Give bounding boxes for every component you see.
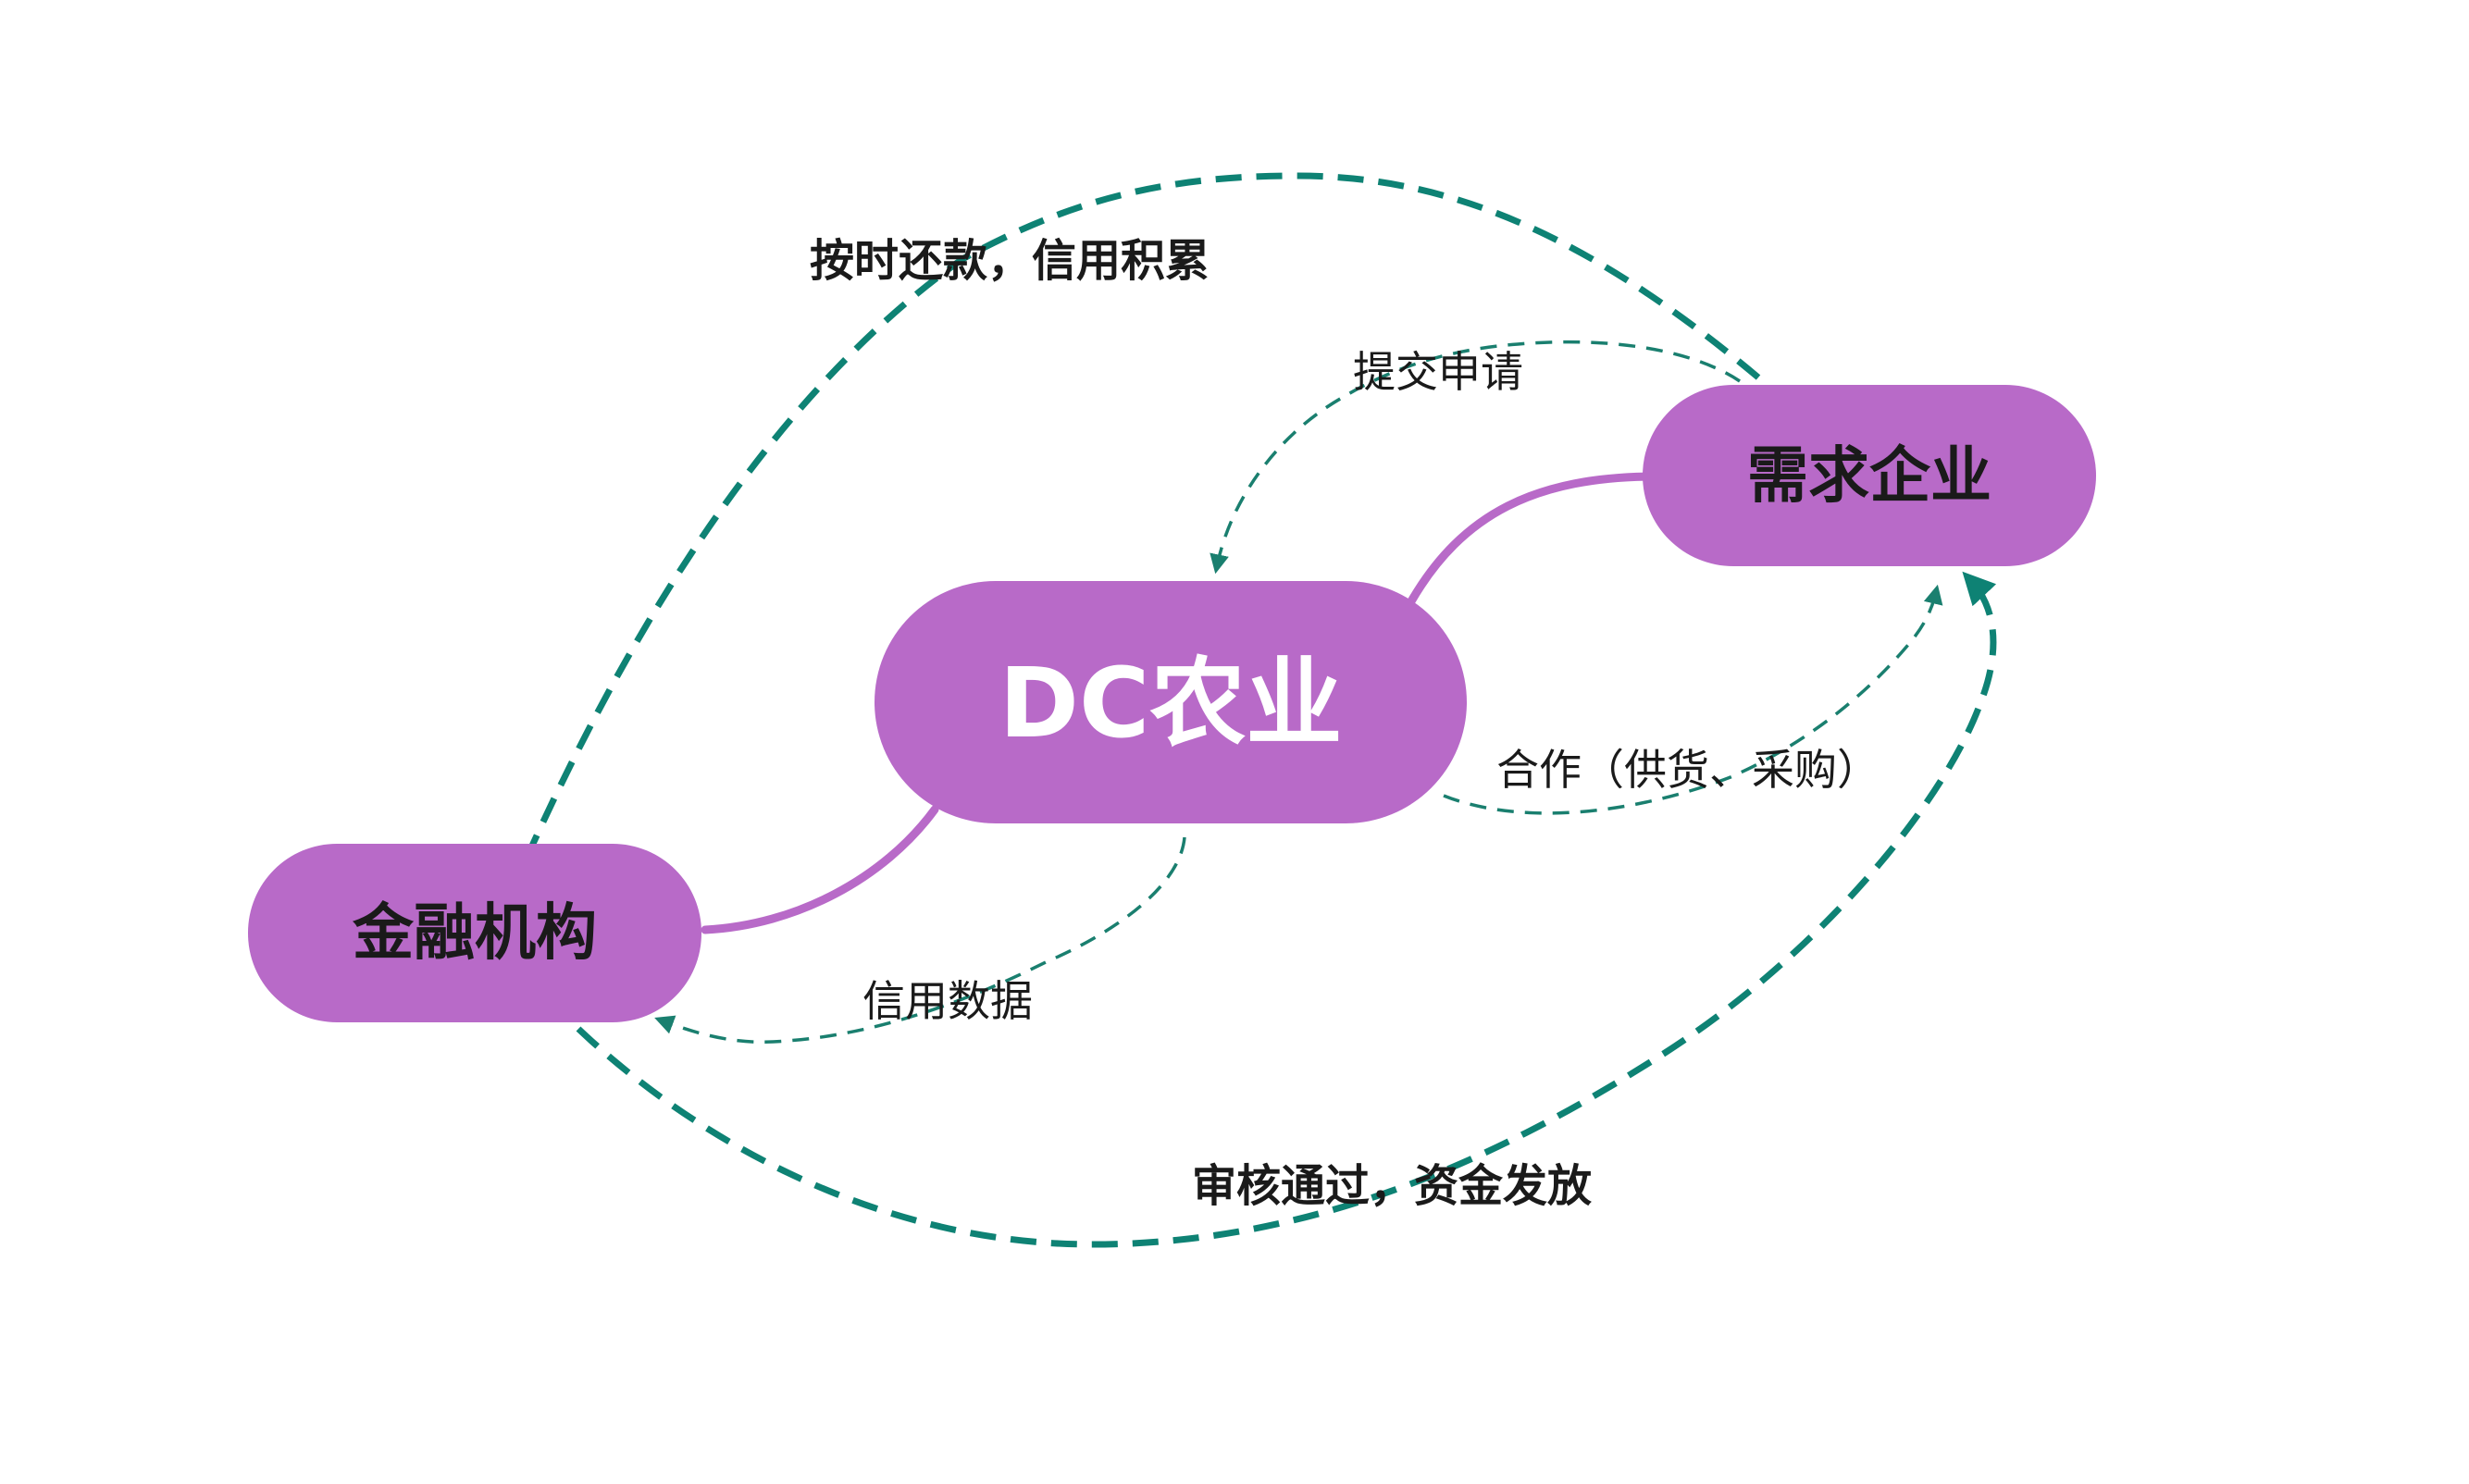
label-credit: 信用数据 bbox=[862, 976, 1033, 1026]
arrow-repay bbox=[497, 172, 1761, 921]
arrow-credit bbox=[654, 836, 1186, 1045]
label-cooperate: 合作（供货、采购） bbox=[1496, 745, 1880, 795]
node-enterprise[interactable]: 需求企业 bbox=[1643, 385, 2096, 566]
label-approve: 审核通过，资金发放 bbox=[1192, 1160, 1592, 1212]
connector-center-finance bbox=[701, 805, 939, 934]
connector-center-enterprise bbox=[1407, 472, 1661, 606]
node-enterprise-label: 需求企业 bbox=[1747, 440, 1991, 512]
node-dc-agriculture-label: DC农业 bbox=[999, 647, 1343, 760]
node-finance[interactable]: 金融机构 bbox=[248, 844, 701, 1022]
arrow-approve bbox=[576, 571, 1997, 1248]
node-finance-label: 金融机构 bbox=[352, 897, 597, 969]
label-repay: 按时还款，信用积累 bbox=[810, 235, 1210, 287]
arrow-cooperate bbox=[1443, 584, 1943, 815]
node-dc-agriculture[interactable]: DC农业 bbox=[875, 581, 1467, 823]
label-submit: 提交申请 bbox=[1353, 347, 1523, 397]
